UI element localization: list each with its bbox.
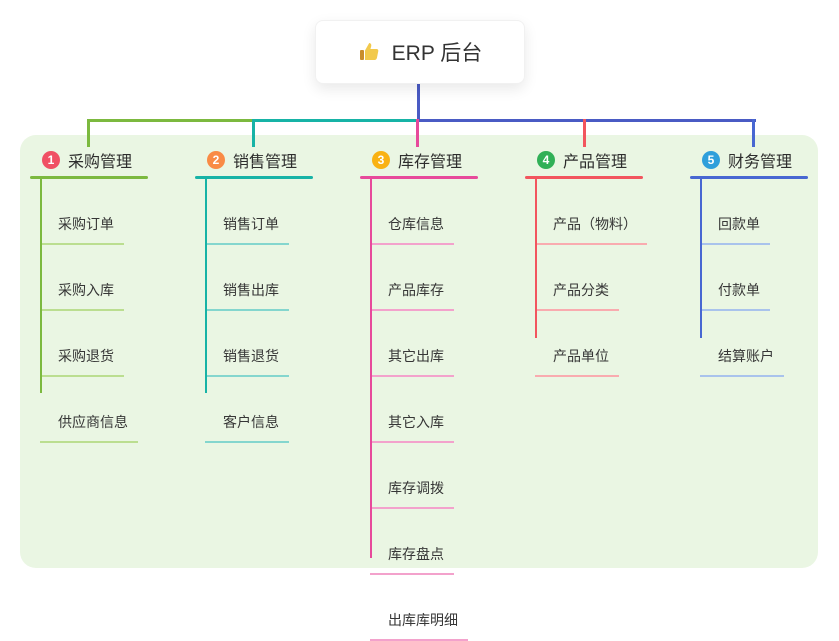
branch-finance: 5 财务管理 回款单 付款单 结算账户: [690, 147, 808, 377]
branch-subtree: 产品（物料） 产品分类 产品单位: [525, 179, 647, 377]
subtree-item[interactable]: 产品库存: [370, 245, 454, 311]
root-title: ERP 后台: [391, 42, 483, 65]
subtree-item-label: 产品库存: [388, 282, 444, 298]
subtree-item-label: 销售订单: [223, 216, 279, 232]
branch-underline: [360, 176, 478, 179]
branch-underline: [195, 176, 313, 179]
branch-underline: [690, 176, 808, 179]
branch-header[interactable]: 1 采购管理: [30, 147, 148, 173]
subtree-item[interactable]: 库存调拨: [370, 443, 454, 509]
branch-subtree: 回款单 付款单 结算账户: [690, 179, 808, 377]
subtree-item-label: 其它出库: [388, 348, 444, 364]
subtree-item[interactable]: 销售退货: [205, 311, 289, 377]
branch-bus-segment: [418, 119, 756, 122]
subtree-item-label: 采购退货: [58, 348, 114, 364]
subtree-item[interactable]: 其它入库: [370, 377, 454, 443]
branch-label: 销售管理: [233, 154, 298, 171]
subtree-item[interactable]: 产品分类: [535, 245, 619, 311]
subtree-item[interactable]: 客户信息: [205, 377, 289, 443]
subtree-item[interactable]: 产品（物料）: [535, 179, 647, 245]
subtree-item-label: 出库库明细: [388, 612, 458, 628]
subtree-item-label: 其它入库: [388, 414, 444, 430]
branch-product: 4 产品管理 产品（物料） 产品分类 产品单位: [525, 147, 647, 377]
branch-label: 产品管理: [563, 154, 628, 171]
canvas-panel: [20, 135, 818, 568]
branch-drop-line: [416, 119, 419, 147]
branch-drop-line: [583, 119, 586, 147]
subtree-item-label: 付款单: [718, 282, 760, 298]
subtree-connector-line: [535, 179, 537, 338]
branch-label: 库存管理: [398, 154, 463, 171]
branch-underline: [525, 176, 643, 179]
subtree-item[interactable]: 仓库信息: [370, 179, 454, 245]
subtree-item[interactable]: 结算账户: [700, 311, 784, 377]
branch-header[interactable]: 5 财务管理: [690, 147, 808, 173]
root-connector-line: [417, 82, 420, 120]
branch-sales: 2 销售管理 销售订单 销售出库 销售退货 客户信息: [195, 147, 313, 443]
subtree-connector-line: [205, 179, 207, 393]
subtree-item[interactable]: 采购入库: [40, 245, 124, 311]
branch-label: 财务管理: [728, 154, 793, 171]
root-node[interactable]: ERP 后台: [315, 20, 525, 84]
subtree-item-label: 产品（物料）: [553, 216, 637, 232]
subtree-item[interactable]: 产品单位: [535, 311, 619, 377]
subtree-item[interactable]: 回款单: [700, 179, 770, 245]
subtree-item-label: 客户信息: [223, 414, 279, 430]
subtree-item[interactable]: 供应商信息: [40, 377, 138, 443]
branch-label: 采购管理: [68, 154, 133, 171]
subtree-connector-line: [40, 179, 42, 393]
subtree-connector-line: [370, 179, 372, 558]
branch-drop-line: [752, 119, 755, 147]
subtree-item-label: 销售退货: [223, 348, 279, 364]
subtree-item-label: 采购入库: [58, 282, 114, 298]
subtree-item-label: 供应商信息: [58, 414, 128, 430]
subtree-item-label: 仓库信息: [388, 216, 444, 232]
branch-number-badge: 4: [537, 151, 555, 169]
branch-number-badge: 2: [207, 151, 225, 169]
subtree-item[interactable]: 付款单: [700, 245, 770, 311]
branch-number-badge: 1: [42, 151, 60, 169]
branch-drop-line: [252, 119, 255, 147]
subtree-item[interactable]: 其它出库: [370, 311, 454, 377]
subtree-item[interactable]: 采购退货: [40, 311, 124, 377]
thumbs-up-icon: [358, 40, 382, 64]
subtree-item-label: 库存盘点: [388, 546, 444, 562]
subtree-item[interactable]: 销售出库: [205, 245, 289, 311]
subtree-connector-line: [700, 179, 702, 338]
branch-header[interactable]: 2 销售管理: [195, 147, 313, 173]
subtree-item[interactable]: 出库库明细: [370, 575, 468, 641]
subtree-item[interactable]: 销售订单: [205, 179, 289, 245]
subtree-item-label: 回款单: [718, 216, 760, 232]
branch-subtree: 销售订单 销售出库 销售退货 客户信息: [195, 179, 313, 443]
subtree-item[interactable]: 库存盘点: [370, 509, 454, 575]
branch-underline: [30, 176, 148, 179]
branch-inventory: 3 库存管理 仓库信息 产品库存 其它出库 其它入库 库存调拨 库存盘点 出库库…: [360, 147, 478, 641]
subtree-item-label: 产品单位: [553, 348, 609, 364]
subtree-item-label: 库存调拨: [388, 480, 444, 496]
subtree-item-label: 采购订单: [58, 216, 114, 232]
branch-purchase: 1 采购管理 采购订单 采购入库 采购退货 供应商信息: [30, 147, 148, 443]
branch-bus-segment: [88, 119, 253, 122]
subtree-item-label: 结算账户: [718, 348, 774, 364]
subtree-item[interactable]: 采购订单: [40, 179, 124, 245]
subtree-item-label: 销售出库: [223, 282, 279, 298]
branch-number-badge: 5: [702, 151, 720, 169]
branch-number-badge: 3: [372, 151, 390, 169]
branch-drop-line: [87, 119, 90, 147]
branch-header[interactable]: 3 库存管理: [360, 147, 478, 173]
branch-subtree: 仓库信息 产品库存 其它出库 其它入库 库存调拨 库存盘点 出库库明细: [360, 179, 478, 641]
branch-subtree: 采购订单 采购入库 采购退货 供应商信息: [30, 179, 148, 443]
branch-bus-segment: [253, 119, 418, 122]
subtree-item-label: 产品分类: [553, 282, 609, 298]
branch-header[interactable]: 4 产品管理: [525, 147, 643, 173]
